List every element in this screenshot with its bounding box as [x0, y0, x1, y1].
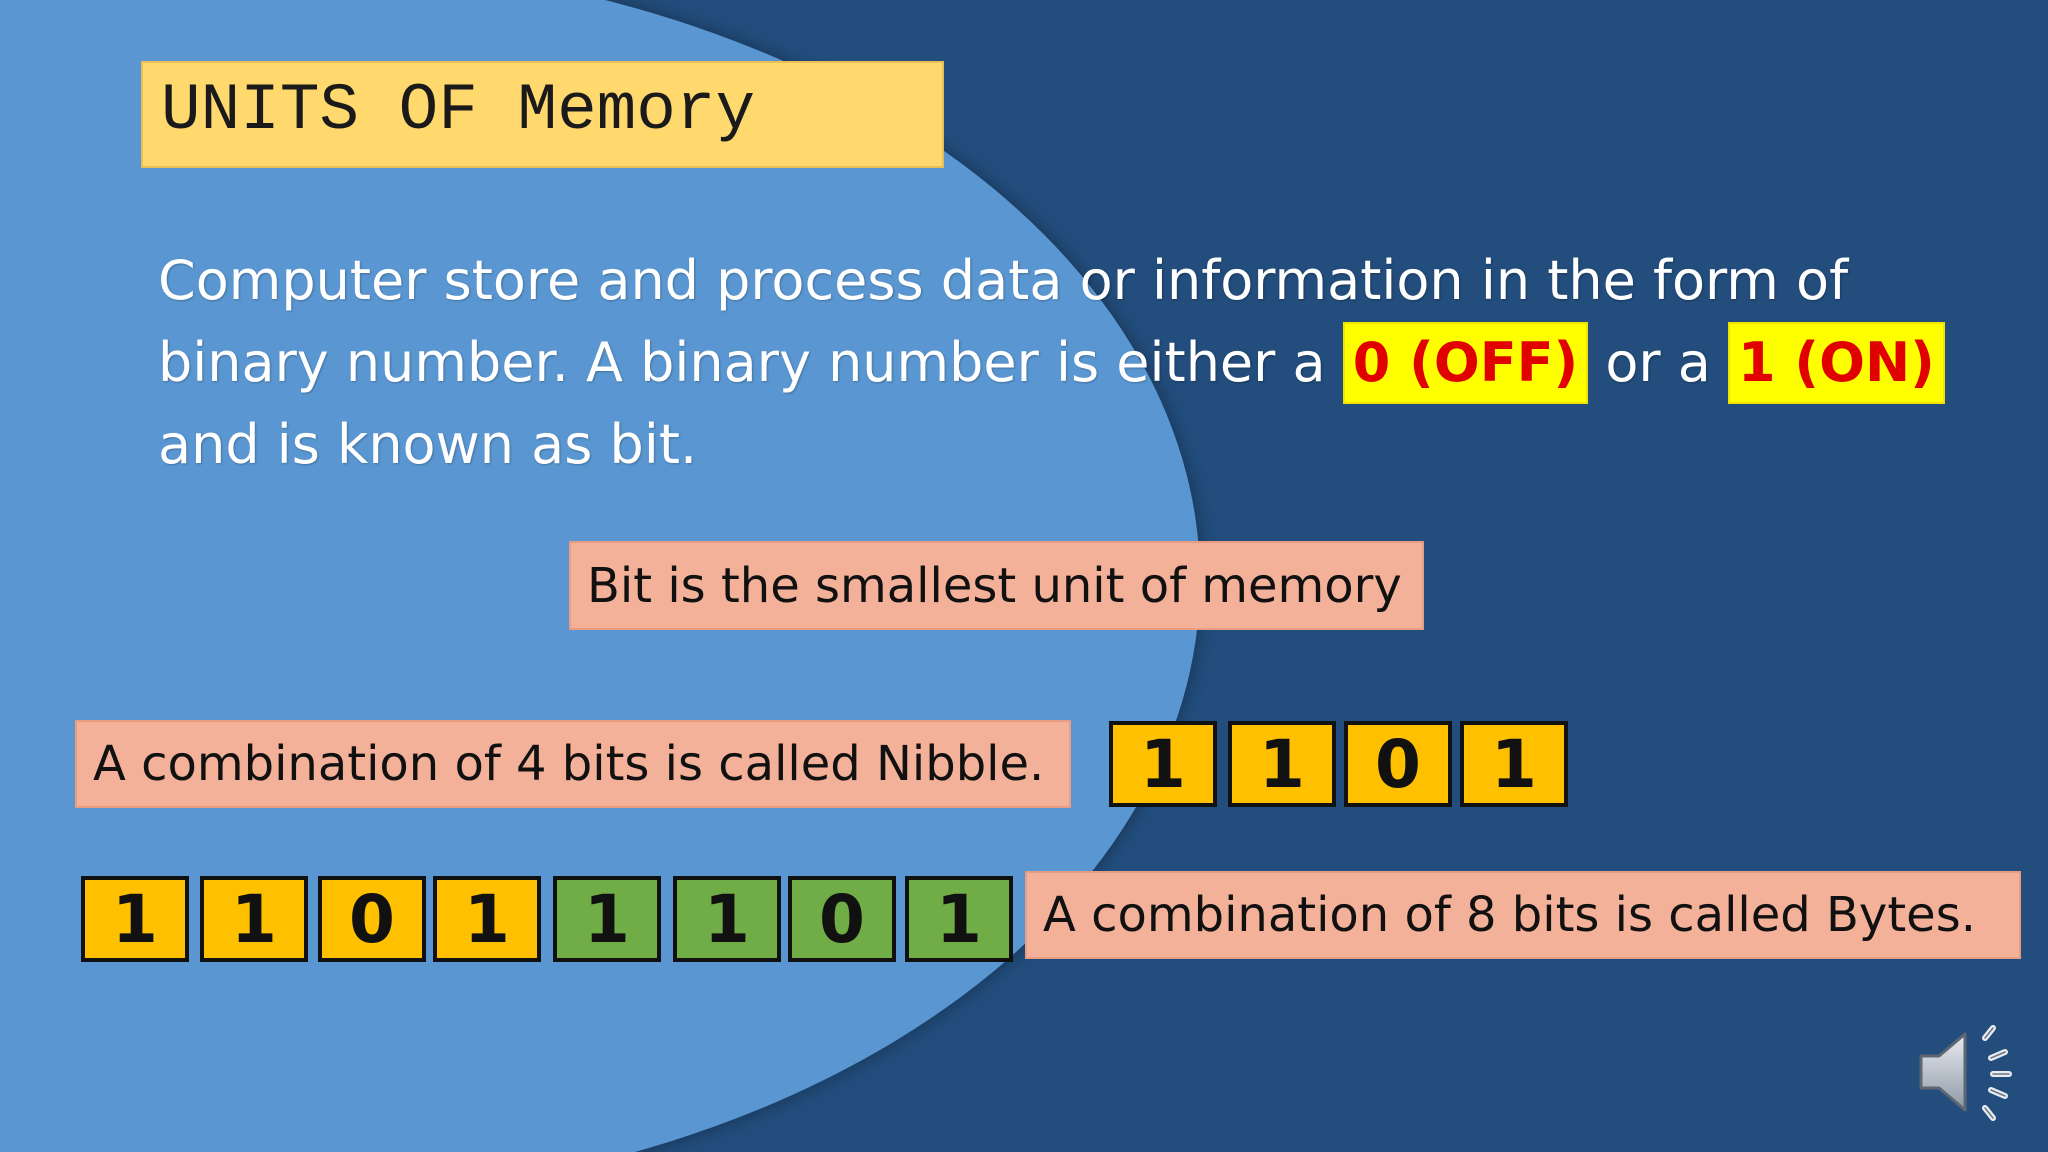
byte-bit-cell: 1 [433, 876, 541, 962]
byte-bit-cell: 1 [553, 876, 661, 962]
note-nibble: A combination of 4 bits is called Nibble… [75, 720, 1071, 808]
byte-bit-cell: 0 [318, 876, 426, 962]
byte-bit-cell: 1 [81, 876, 189, 962]
nibble-bit-cell: 1 [1109, 721, 1217, 807]
byte-bit-cell: 0 [788, 876, 896, 962]
note-nibble-text: A combination of 4 bits is called Nibble… [93, 736, 1045, 792]
intro-text-1: Computer store and process data or infor… [158, 249, 1849, 394]
note-smallest-unit: Bit is the smallest unit of memory [569, 541, 1424, 630]
byte-bit-cell: 1 [200, 876, 308, 962]
speaker-icon[interactable] [1915, 1022, 2027, 1122]
byte-bit-cell: 1 [905, 876, 1013, 962]
note-bytes: A combination of 8 bits is called Bytes. [1025, 871, 2021, 959]
intro-paragraph: Computer store and process data or infor… [158, 240, 1958, 486]
highlight-on: 1 (ON) [1728, 322, 1945, 404]
note-smallest-unit-text: Bit is the smallest unit of memory [587, 557, 1402, 614]
nibble-bit-cell: 1 [1460, 721, 1568, 807]
intro-text-3: and is known as bit. [158, 413, 698, 476]
nibble-bit-cell: 0 [1344, 721, 1452, 807]
intro-text-2: or a [1588, 331, 1729, 394]
byte-bit-cell: 1 [673, 876, 781, 962]
highlight-off: 0 (OFF) [1342, 322, 1589, 404]
slide-title: UNITS OF Memory [161, 73, 756, 148]
title-box: UNITS OF Memory [141, 61, 944, 168]
nibble-bit-cell: 1 [1228, 721, 1336, 807]
note-bytes-text: A combination of 8 bits is called Bytes. [1043, 887, 1976, 943]
